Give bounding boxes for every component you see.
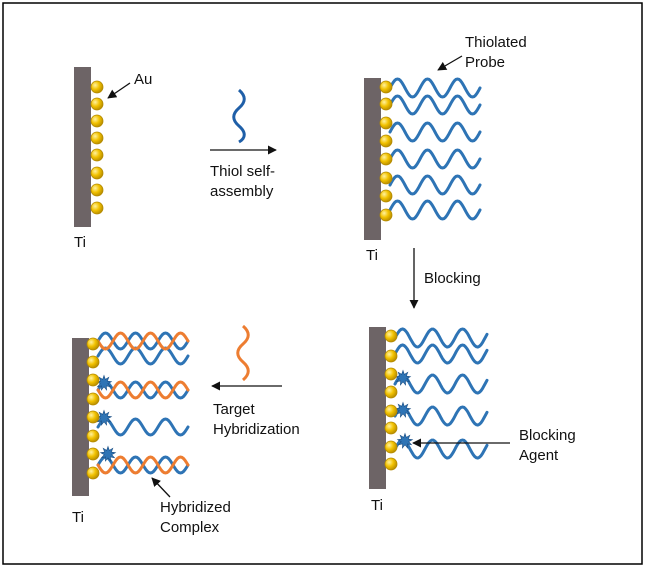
au-particle (90, 201, 104, 215)
strand (388, 94, 482, 116)
blocking-agent-star (95, 374, 113, 391)
free-target-strand (236, 324, 250, 382)
au-nanoparticles-1 (90, 80, 104, 215)
ti-electrode-4 (72, 338, 89, 496)
strand (388, 121, 482, 143)
au-particle (384, 329, 398, 343)
au-particle (379, 97, 393, 111)
step-blocking-arrow: Blocking (409, 248, 481, 309)
strand (393, 327, 489, 349)
step-blocked-electrode: Blocking Agent Ti (369, 327, 580, 514)
au-particle (384, 440, 398, 454)
ti-electrode-3 (369, 327, 386, 489)
au-particle (379, 116, 393, 130)
strand (388, 199, 482, 221)
au-particle (86, 355, 100, 369)
au-particle (90, 131, 104, 145)
strand (96, 417, 190, 437)
ti-label-4: Ti (72, 509, 84, 526)
au-particle (384, 385, 398, 399)
au-particle (379, 208, 393, 222)
hybridized-complex-label: Hybridized Complex (160, 499, 235, 536)
au-particle (86, 337, 100, 351)
au-particle (90, 166, 104, 180)
blocking-agent-star (99, 445, 117, 462)
target-strands-4 (96, 331, 190, 475)
blocking-agents-4 (95, 374, 117, 462)
au-nanoparticles-4 (86, 337, 100, 480)
au-particle (379, 152, 393, 166)
ti-electrode-2 (364, 78, 381, 240)
au-particle (86, 410, 100, 424)
strand (96, 331, 190, 351)
free-probe-strand (232, 88, 246, 144)
strand (96, 380, 190, 400)
strand (393, 343, 489, 365)
thiolated-probe-label: Thiolated Probe (465, 34, 531, 71)
au-particle (379, 134, 393, 148)
au-particle (384, 349, 398, 363)
ti-label-2: Ti (366, 247, 378, 264)
strand (388, 174, 482, 196)
blocking-agent-star (396, 432, 414, 449)
au-particle (379, 80, 393, 94)
au-particle (90, 97, 104, 111)
au-particle (384, 457, 398, 471)
au-nanoparticles-2 (379, 80, 393, 222)
au-particle (90, 114, 104, 128)
step-probe-electrode: Thiolated Probe Ti (364, 34, 531, 264)
probe-strands-2 (388, 77, 482, 221)
step-bare-electrode: Au Ti (74, 67, 152, 251)
blocking-agents-3 (394, 369, 414, 449)
strand (393, 438, 489, 460)
au-particle (379, 171, 393, 185)
au-nanoparticles-3 (384, 329, 398, 471)
au-particle (90, 80, 104, 94)
au-pointer-arrow (107, 82, 131, 99)
ti-label-3: Ti (371, 497, 383, 514)
blocking-agent-star (95, 409, 113, 426)
step-hybridized-electrode: Hybridized Complex Ti (72, 331, 235, 536)
au-particle (384, 404, 398, 418)
au-particle (86, 373, 100, 387)
strand (388, 148, 482, 170)
au-particle (86, 392, 100, 406)
complex-pointer-arrow (151, 477, 171, 498)
strand (393, 373, 489, 395)
probe-strands-3 (393, 327, 489, 460)
au-particle (90, 183, 104, 197)
ti-label-1: Ti (74, 234, 86, 251)
au-particle (384, 367, 398, 381)
probe-pointer-arrow (437, 55, 463, 71)
au-label: Au (134, 71, 152, 88)
au-particle (86, 447, 100, 461)
step-target-hybridization: Target Hybridization (211, 324, 300, 438)
au-particle (379, 189, 393, 203)
blocking-agent-star (394, 369, 412, 386)
blocking-agent-star (394, 401, 412, 418)
blocking-label: Blocking (424, 270, 481, 287)
au-particle (86, 429, 100, 443)
strand (96, 455, 190, 475)
thiol-assembly-label: Thiol self- assembly (210, 163, 279, 200)
au-particle (86, 466, 100, 480)
strand (393, 405, 489, 427)
strand (388, 77, 482, 99)
blocking-agent-label: Blocking Agent (519, 427, 580, 464)
step-thiol-assembly: Thiol self- assembly (210, 88, 279, 200)
strand (96, 346, 190, 366)
ti-electrode-1 (74, 67, 91, 227)
au-particle (384, 421, 398, 435)
au-particle (90, 148, 104, 162)
target-hybridization-label: Target Hybridization (213, 401, 300, 438)
